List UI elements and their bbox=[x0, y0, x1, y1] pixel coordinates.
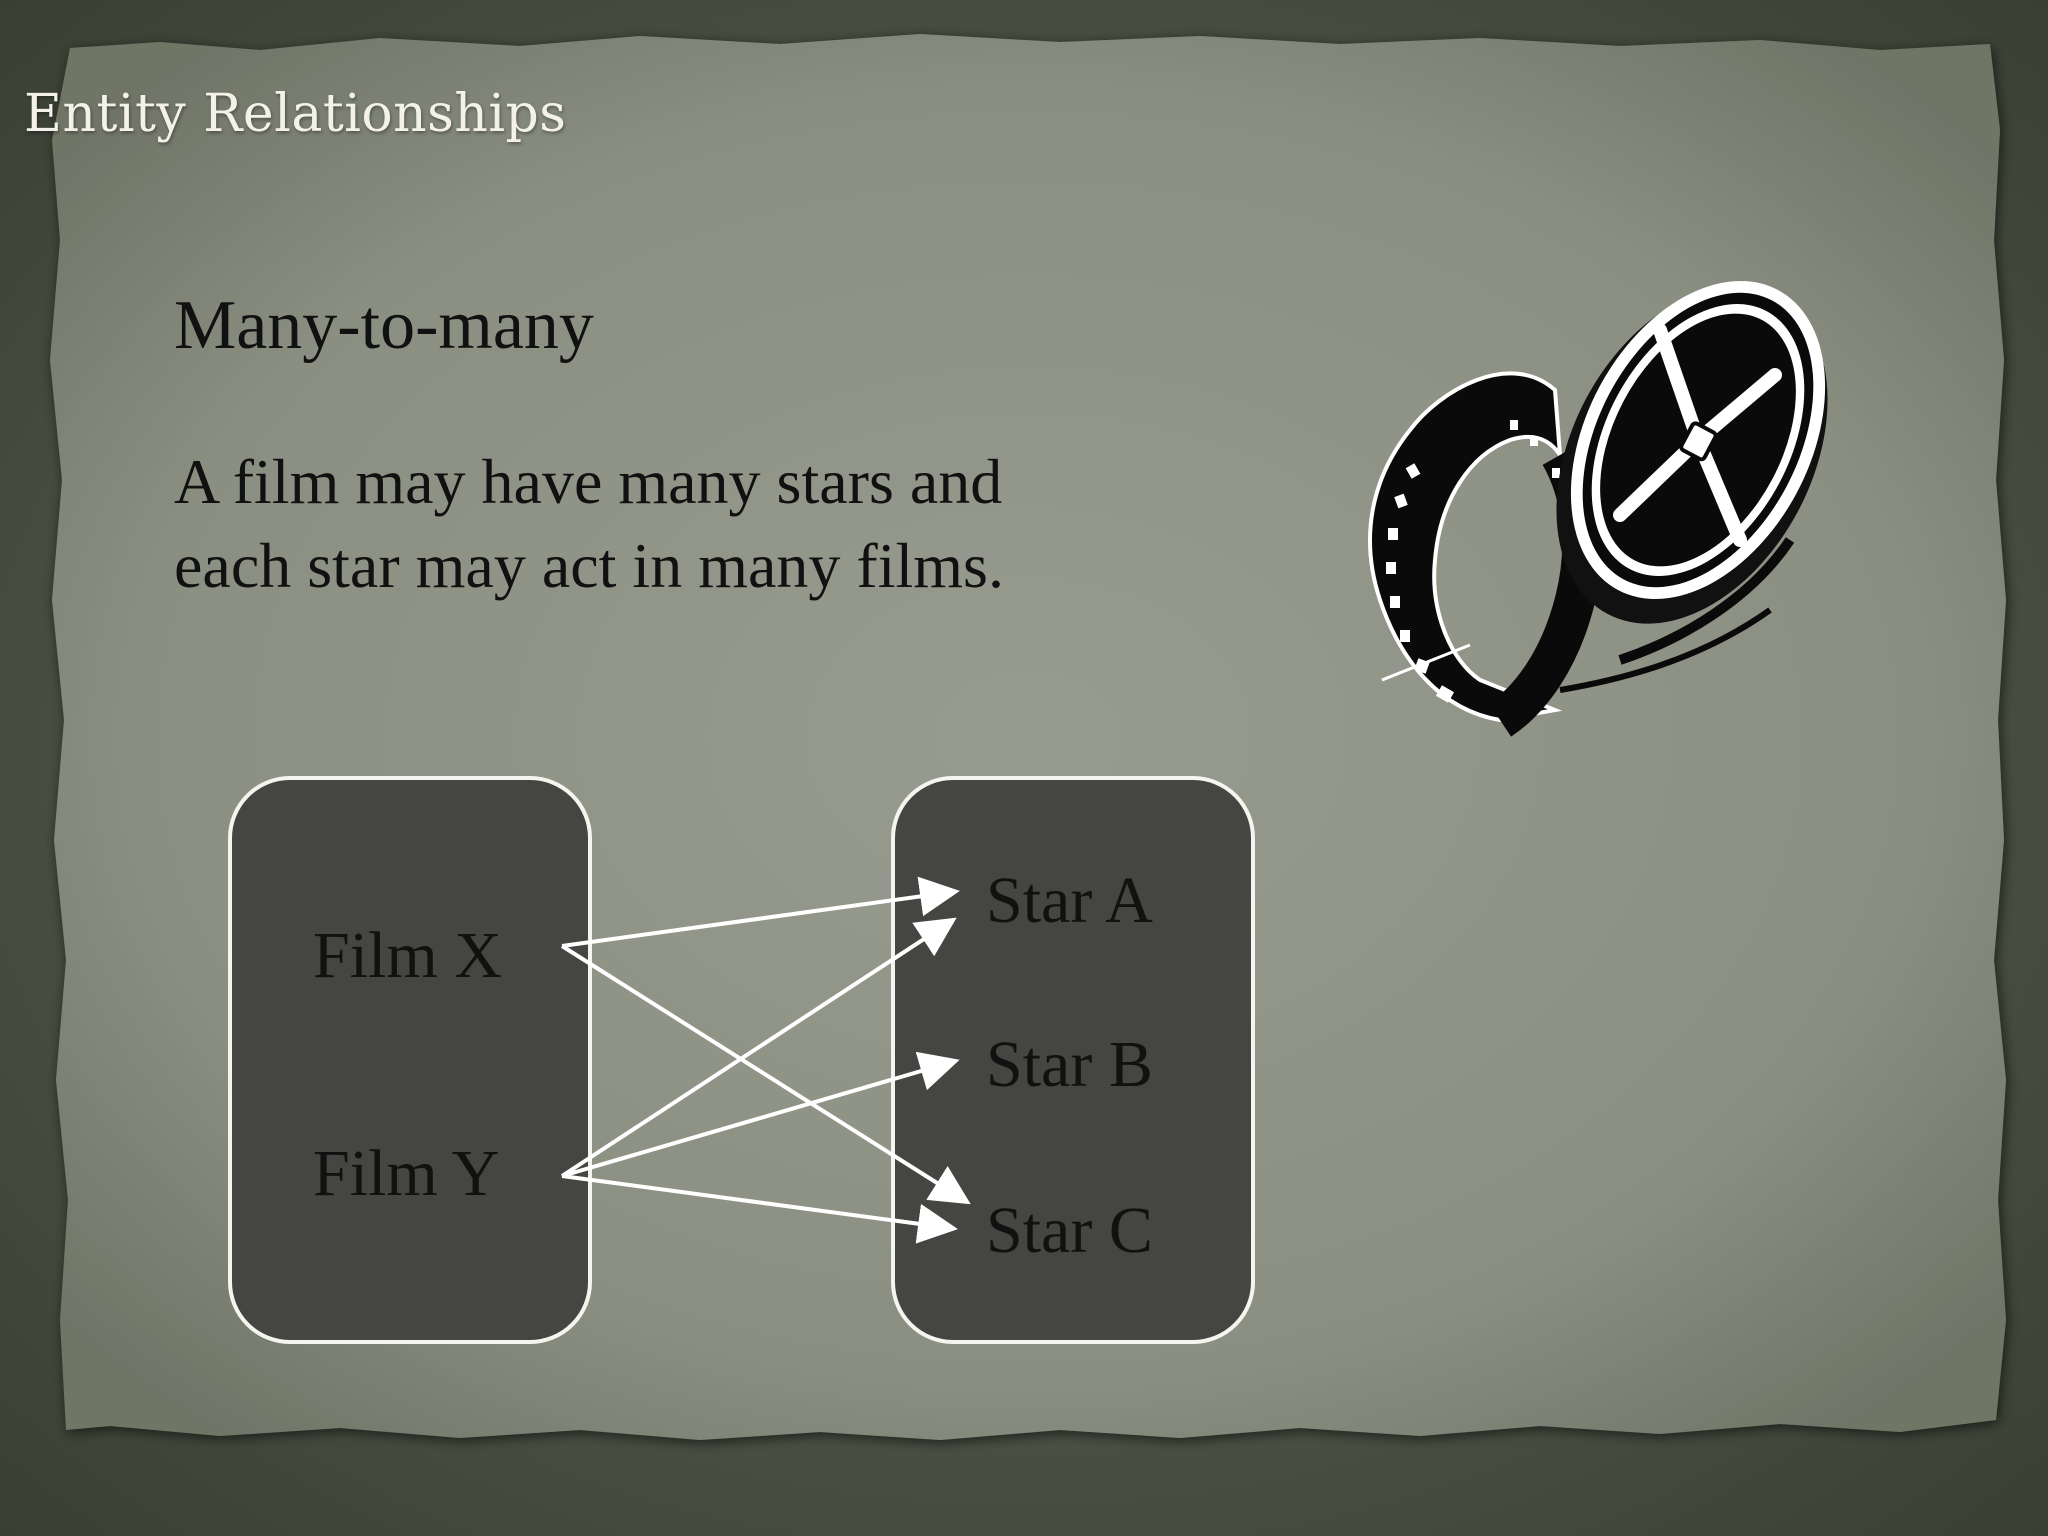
arrow-film-y-to-star-a bbox=[560, 917, 957, 1178]
film-x-label: Film X bbox=[313, 919, 502, 992]
subtitle: Many-to-many bbox=[174, 287, 594, 364]
body-line-1: A film may have many stars and bbox=[174, 446, 1003, 517]
body-text: A film may have many stars and each star… bbox=[174, 440, 1134, 608]
star-a-label: Star A bbox=[986, 864, 1153, 937]
arrow-film-x-to-star-c bbox=[560, 944, 971, 1205]
star-b-label: Star B bbox=[986, 1028, 1153, 1101]
slide-title: Entity Relationships bbox=[24, 84, 567, 144]
relationship-arrows bbox=[560, 876, 971, 1244]
films-box bbox=[228, 776, 592, 1344]
film-y-label: Film Y bbox=[313, 1137, 500, 1210]
film-reel-icon bbox=[1368, 280, 1828, 737]
body-line-2: each star may act in many films. bbox=[174, 530, 1004, 601]
arrow-film-x-to-star-a bbox=[561, 876, 960, 948]
arrow-film-y-to-star-b bbox=[561, 1051, 960, 1178]
star-c-label: Star C bbox=[986, 1194, 1153, 1267]
stars-box bbox=[891, 776, 1255, 1344]
arrow-film-y-to-star-c bbox=[561, 1174, 958, 1244]
